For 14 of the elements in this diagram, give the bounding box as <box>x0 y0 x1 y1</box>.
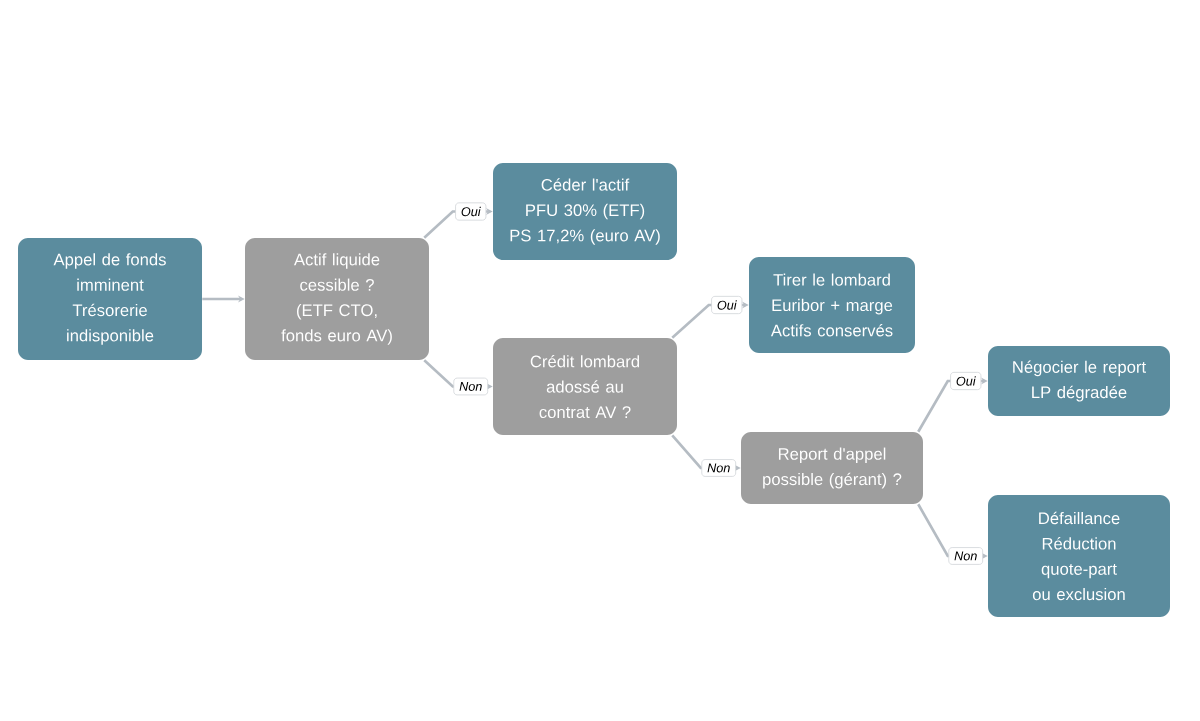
decision-box: Actif liquide cessible ? (ETF CTO, fonds euro AV) <box>245 238 429 360</box>
result-box: Appel de fonds imminent Trésorerie indisponible <box>18 238 202 360</box>
edge-label: Non <box>948 547 984 565</box>
edge-label: Non <box>701 459 737 477</box>
result-box: Tirer le lombard Euribor + marge Actifs conservés <box>749 257 915 353</box>
edge-label: Non <box>453 377 489 396</box>
edge-label: Oui <box>455 202 487 221</box>
decision-box: Crédit lombard adossé au contrat AV ? <box>493 338 677 435</box>
result-box: Défaillance Réduction quote-part ou exclusion <box>988 495 1170 617</box>
edge-label: Oui <box>711 295 743 315</box>
decision-box: Report d'appel possible (gérant) ? <box>741 432 923 504</box>
result-box: Négocier le report LP dégradée <box>988 346 1170 416</box>
result-box: Céder l'actif PFU 30% (ETF) PS 17,2% (euro AV) <box>493 163 677 260</box>
edge-label: Oui <box>950 371 982 391</box>
